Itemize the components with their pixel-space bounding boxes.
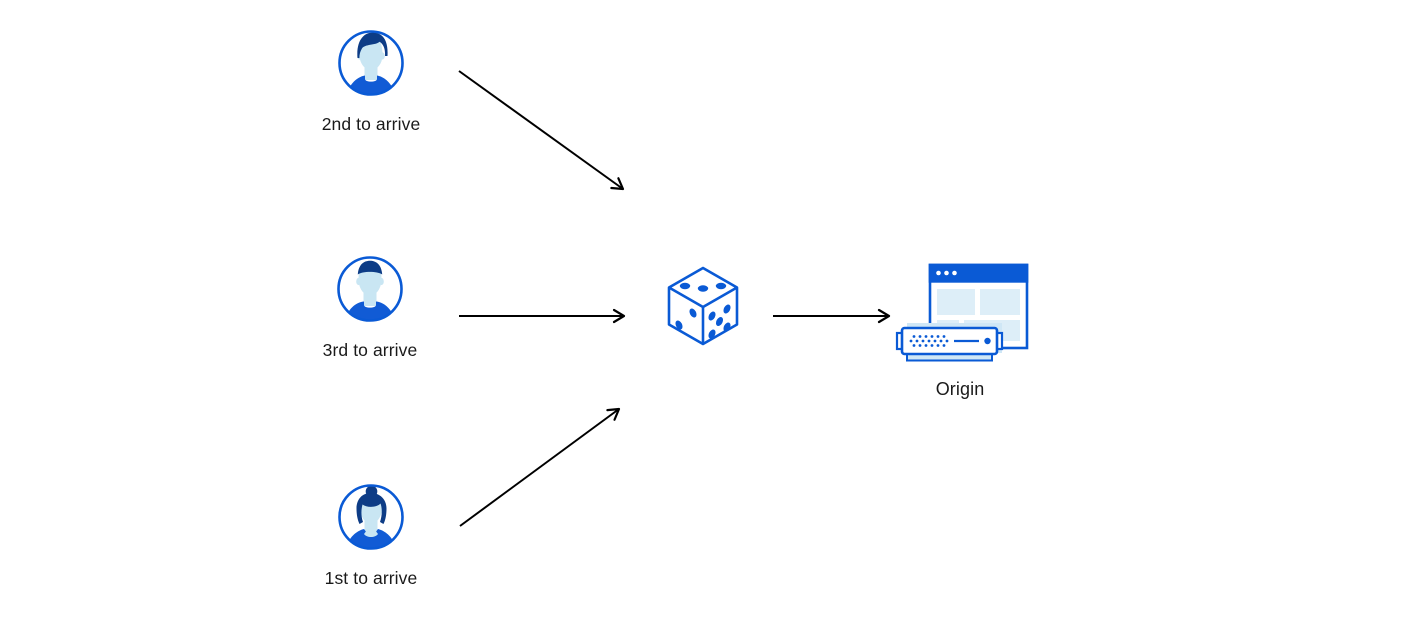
origin-label: Origin bbox=[935, 379, 985, 399]
client-middle-label: 3rd to arrive bbox=[322, 340, 418, 360]
client-node-top: 2nd to arrive bbox=[322, 28, 420, 134]
arrow-client-bottom-to-dice bbox=[459, 407, 621, 527]
client-node-bottom: 1st to arrive bbox=[325, 482, 417, 588]
person-male-short-hair-avatar-icon bbox=[337, 256, 403, 322]
dice-icon bbox=[667, 266, 739, 346]
client-bottom-label: 1st to arrive bbox=[324, 568, 418, 588]
person-female-bun-avatar-icon bbox=[338, 484, 404, 550]
client-top-label: 2nd to arrive bbox=[321, 114, 421, 134]
dice-node bbox=[667, 266, 739, 346]
origin-node: Origin bbox=[890, 258, 1030, 399]
arrow-client-top-to-dice bbox=[458, 70, 625, 191]
client-node-middle: 3rd to arrive bbox=[323, 254, 417, 360]
person-male-swept-hair-avatar-icon bbox=[338, 30, 404, 96]
origin-server-browser-icon bbox=[895, 263, 1029, 362]
